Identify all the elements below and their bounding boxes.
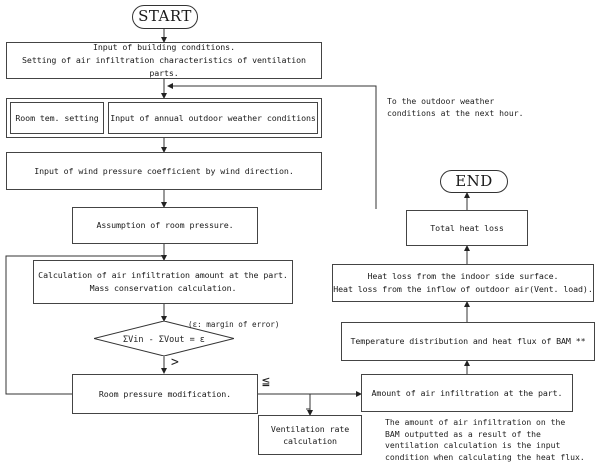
heat-loss-line-2: Heat loss from the inflow of outdoor air… [333,284,593,294]
decision-label: ΣVin - ΣVout = ε [123,335,205,345]
bam-note-4: condition when calculating the heat flux… [385,452,585,463]
bam-note: The amount of air infiltration on the BA… [385,417,585,464]
calc-line-2: Mass conservation calculation. [89,283,237,293]
arrow-to-vent-rate [306,394,311,410]
wind-pressure-box: Input of wind pressure coefficient by wi… [6,152,322,190]
heat-loss-box: Heat loss from the indoor side surface. … [332,264,594,302]
infiltration-amount-box: Amount of air infiltration at the part. [361,374,573,412]
temperature-distribution-box: Temperature distribution and heat flux o… [341,322,595,361]
bam-note-2: BAM outputted as a result of the [385,428,541,439]
vent-line-1: Ventilation rate [270,423,350,434]
vent-line-2: calculation [283,436,337,446]
epsilon-note: (ε: margin of error) [188,320,280,329]
mass-balance-decision: ΣVin - ΣVout = ε [94,321,234,356]
total-heat-loss-box: Total heat loss [406,210,528,246]
room-temp-box: Room tem. setting [10,102,104,134]
bam-note-1: The amount of air infiltration on the [385,417,566,427]
weather-conditions-box: Input of annual outdoor weather conditio… [108,102,318,134]
next-hour-note: To the outdoor weather conditions at the… [387,96,523,119]
calc-line-1: Calculation of air infiltration amount a… [38,270,288,281]
room-pressure-modification-box: Room pressure modification. [72,374,258,414]
next-hour-line-2: conditions at the next hour. [387,107,524,118]
greater-than-symbol: > [171,355,179,370]
end-terminal: END [440,170,508,193]
next-hour-line-1: To the outdoor weather [387,96,495,106]
building-line-1: Input of building conditions. [93,42,235,53]
ventilation-rate-box: Ventilation rate calculation [258,415,362,455]
loop-back-line [5,255,164,395]
building-line-2: Setting of air infiltration characterist… [22,55,306,78]
bam-note-3: ventilation calculation is the input [385,440,561,451]
infiltration-calc-box: Calculation of air infiltration amount a… [33,260,293,304]
heat-loss-line-1: Heat loss from the indoor side surface. [367,271,559,282]
next-hour-loop [167,83,377,209]
start-terminal: START [132,5,198,29]
building-conditions-box: Input of building conditions. Setting of… [6,42,322,79]
assume-pressure-box: Assumption of room pressure. [72,207,258,244]
less-equal-symbol: ≦ [262,374,270,389]
